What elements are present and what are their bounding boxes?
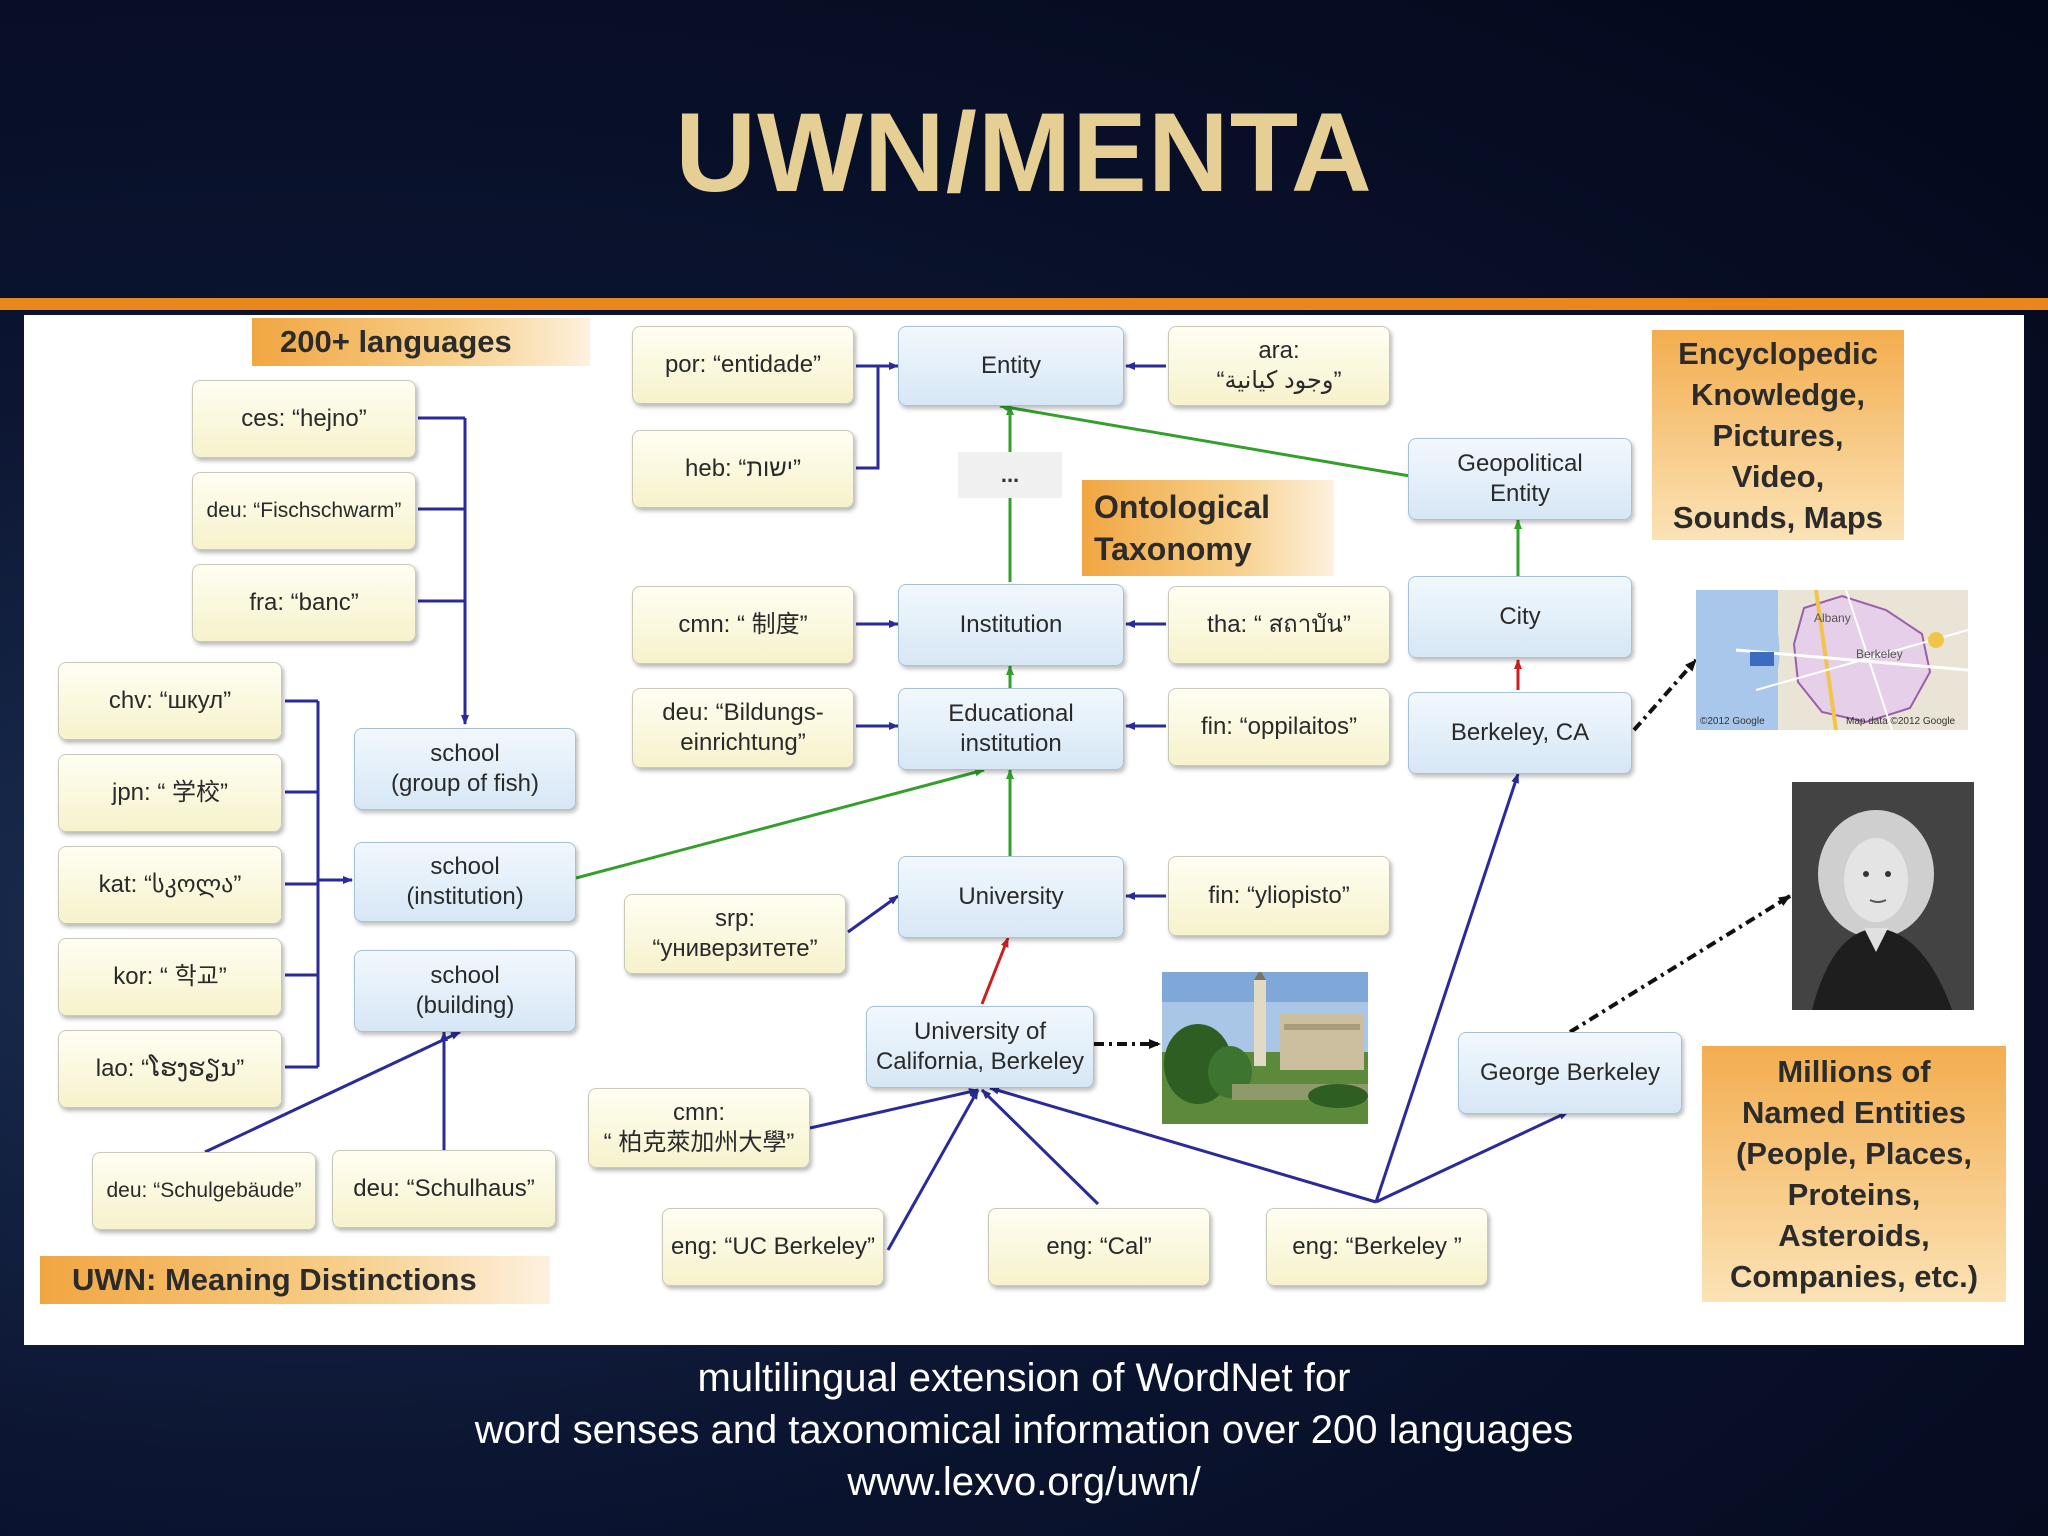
edge-berk-ca (1374, 773, 1520, 1203)
map-image: Albany Berkeley ©2012 Google Map data ©2… (1696, 590, 1968, 730)
campus-photo-image (1162, 972, 1368, 1124)
edge-berk-george (1375, 1110, 1569, 1204)
campus-photo[interactable] (1162, 972, 1368, 1124)
title-divider (0, 298, 2048, 310)
node-institution[interactable]: Institution (898, 584, 1124, 666)
label-deu-schulgebaude[interactable]: deu: “Schulgebäude” (92, 1152, 316, 1230)
node-city[interactable]: City (1408, 576, 1632, 658)
node-ellipsis: ... (958, 452, 1062, 498)
map-label-albany: Albany (1814, 611, 1851, 625)
label-deu-fischschwarm[interactable]: deu: “Fischschwarm” (192, 472, 416, 550)
edge-cal-ucb (980, 1088, 1100, 1206)
node-school-institution[interactable]: school (institution) (354, 842, 576, 922)
edge-cmn-ucb (809, 1088, 979, 1130)
label-deu-schulhaus[interactable]: deu: “Schulhaus” (332, 1150, 556, 1228)
label-fra[interactable]: fra: “banc” (192, 564, 416, 642)
edge-schulgeb-bldg (204, 1030, 461, 1154)
node-university[interactable]: University (898, 856, 1124, 938)
label-jpn[interactable]: jpn: “ 学校” (58, 754, 282, 832)
label-heb[interactable]: heb: “ישות” (632, 430, 854, 508)
node-george-berkeley[interactable]: George Berkeley (1458, 1032, 1682, 1114)
label-por[interactable]: por: “entidade” (632, 326, 854, 404)
label-ces[interactable]: ces: “hejno” (192, 380, 416, 458)
caption-line-1: multilingual extension of WordNet for (697, 1356, 1351, 1400)
label-eng-cal[interactable]: eng: “Cal” (988, 1208, 1210, 1286)
label-fin-oppilaitos[interactable]: fin: “oppilaitos” (1168, 688, 1390, 766)
instance-edges (980, 659, 1522, 1005)
callout-languages: 200+ languages (252, 318, 590, 366)
edge-ucb-university (980, 937, 1010, 1005)
label-fin-yliopisto[interactable]: fin: “yliopisto” (1168, 856, 1390, 936)
lexical-edges (204, 362, 1569, 1251)
node-school-building[interactable]: school (building) (354, 950, 576, 1032)
label-cmn-institution[interactable]: cmn: “ 制度” (632, 586, 854, 664)
caption-line-2: word senses and taxonomical information … (474, 1408, 1574, 1452)
node-educational-institution[interactable]: Educational institution (898, 688, 1124, 770)
edge-berk-ucb (989, 1086, 1377, 1204)
george-berkeley-portrait[interactable] (1792, 782, 1974, 1010)
edge-heb-entity (856, 366, 880, 470)
berkeley-map[interactable]: Albany Berkeley ©2012 Google Map data ©2… (1696, 590, 1968, 730)
slide-title: UWN/MENTA (675, 90, 1373, 215)
label-srp[interactable]: srp: “универзитете” (624, 894, 846, 974)
slide-caption: multilingual extension of WordNet for wo… (0, 1352, 2048, 1508)
node-berkeley-ca[interactable]: Berkeley, CA (1408, 692, 1632, 774)
callout-ontology: Ontological Taxonomy (1082, 480, 1334, 576)
callout-entities: Millions of Named Entities (People, Plac… (1702, 1046, 2006, 1302)
label-deu-bildungs[interactable]: deu: “Bildungs- einrichtung” (632, 688, 854, 768)
label-chv[interactable]: chv: “шкул” (58, 662, 282, 740)
label-tha[interactable]: tha: “ สถาบัน” (1168, 586, 1390, 664)
label-lao[interactable]: lao: “ໂຮງຮຽນ” (58, 1030, 282, 1108)
edge-school-educational (575, 768, 985, 880)
label-eng-berkeley[interactable]: eng: “Berkeley ” (1266, 1208, 1488, 1286)
edge-srp-university (847, 894, 899, 934)
label-kor[interactable]: kor: “ 학교” (58, 938, 282, 1016)
map-label-berkeley: Berkeley (1856, 647, 1903, 661)
portrait-image (1792, 782, 1974, 1010)
map-label-google: ©2012 Google (1700, 716, 1765, 727)
node-ucb[interactable]: University of California, Berkeley (866, 1006, 1094, 1088)
label-kat[interactable]: kat: “სკოლა” (58, 846, 282, 924)
node-geopolitical-entity[interactable]: Geopolitical Entity (1408, 438, 1632, 520)
edge-george-portrait (1568, 894, 1792, 1034)
label-eng-uc-berkeley[interactable]: eng: “UC Berkeley” (662, 1208, 884, 1286)
media-edges (1094, 658, 1792, 1049)
label-cmn-ucb[interactable]: cmn: “ 柏克萊加州大學” (588, 1088, 810, 1168)
taxonomy-edges (575, 403, 1522, 880)
edge-uc-ucb (886, 1089, 980, 1251)
map-label-mapdata: Map data ©2012 Google (1846, 716, 1956, 727)
edge-berkeleyca-map (1632, 658, 1698, 732)
label-ara[interactable]: ara: “وجود كيانية” (1168, 326, 1390, 406)
caption-url[interactable]: www.lexvo.org/uwn/ (847, 1460, 1201, 1504)
callout-encyclopedic: Encyclopedic Knowledge, Pictures, Video,… (1652, 330, 1904, 540)
node-entity[interactable]: Entity (898, 326, 1124, 406)
node-school-fish[interactable]: school (group of fish) (354, 728, 576, 810)
edge-geopolitical-entity (999, 403, 1411, 478)
callout-distinctions: UWN: Meaning Distinctions (40, 1256, 550, 1304)
